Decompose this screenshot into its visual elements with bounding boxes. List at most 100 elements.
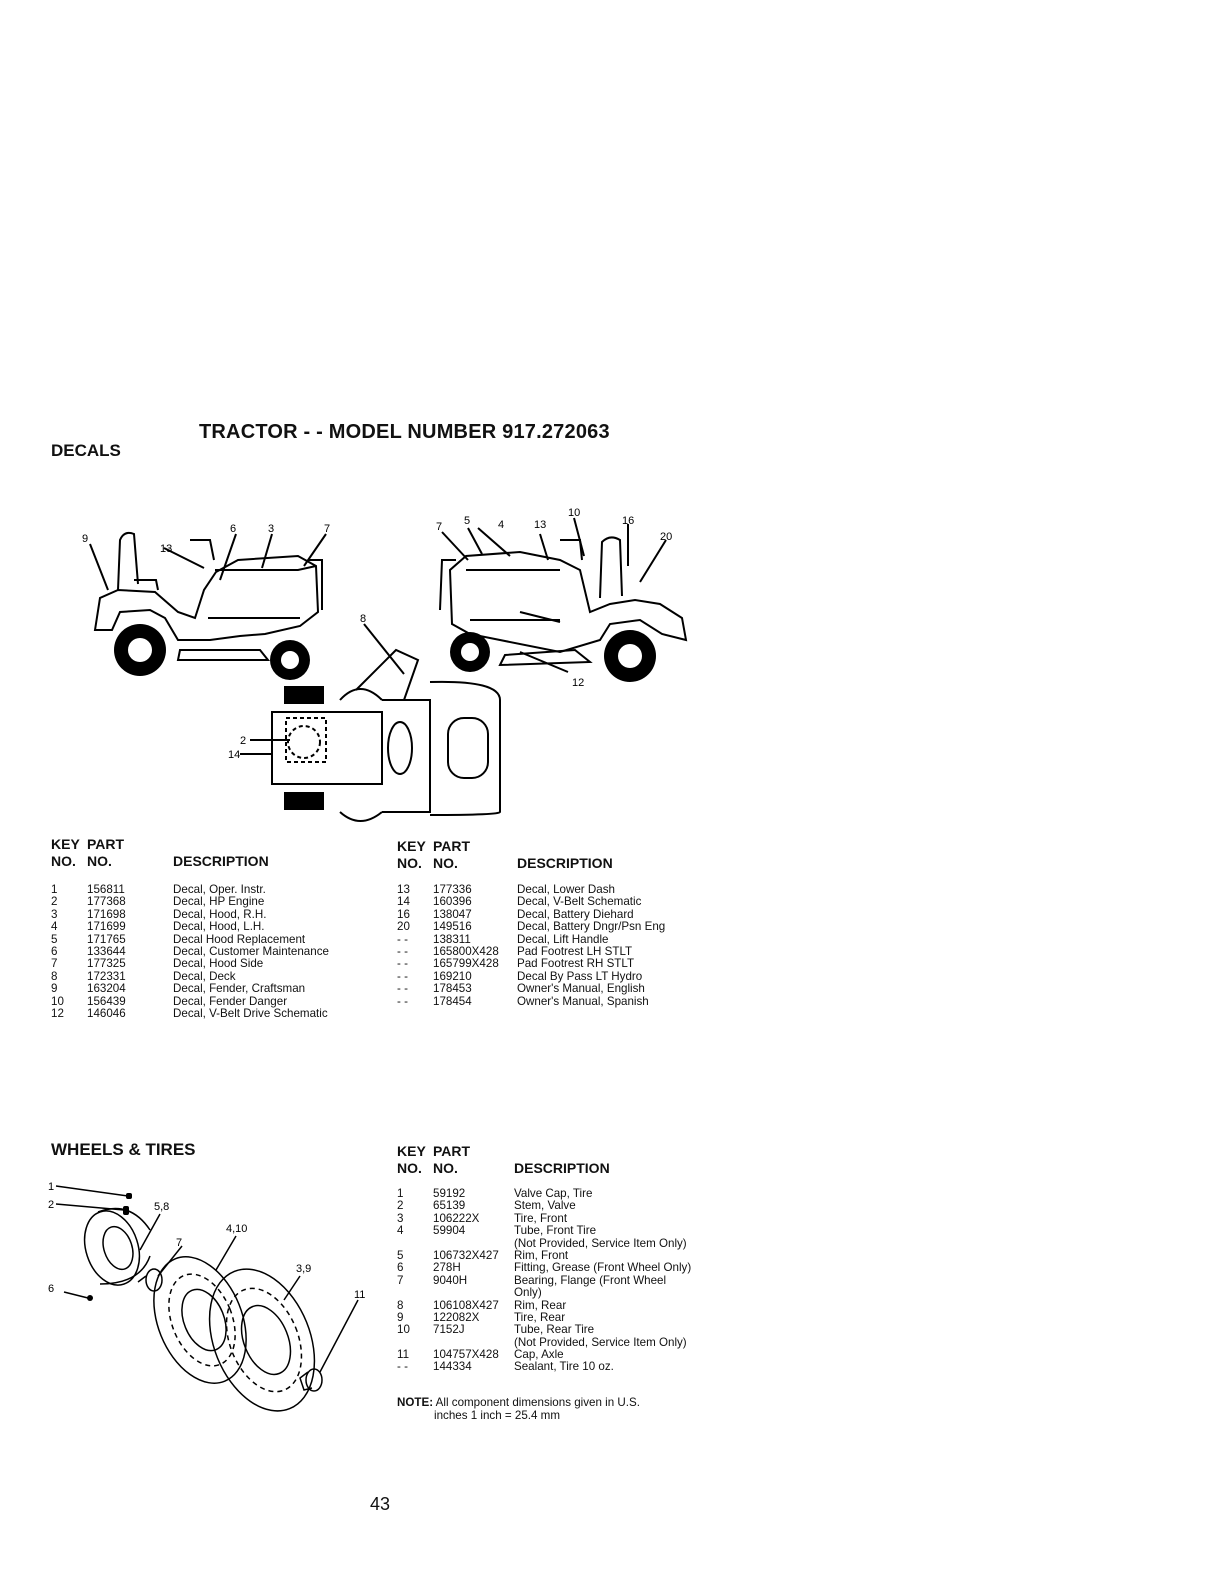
part-description: Tube, Front Tire	[514, 1224, 597, 1238]
part-description: Tube, Rear Tire	[514, 1323, 595, 1337]
note-text: inches 1 inch = 25.4 mm	[434, 1409, 560, 1422]
key-number: 10	[397, 1323, 410, 1337]
part-description: Owner's Manual, English	[517, 982, 645, 996]
part-description: Decal, V-Belt Schematic	[517, 895, 642, 909]
part-number: 65139	[433, 1199, 466, 1213]
callout-label: 2	[240, 735, 246, 747]
key-number: 6	[51, 944, 58, 958]
decal-callouts: 9 13 6 3 7 7 5 4 13 10 16 20 8 12 2 14	[82, 507, 672, 761]
key-number: 11	[397, 1348, 410, 1362]
part-description: Decal, Lower Dash	[517, 883, 615, 896]
part-description: Decal, Fender Danger	[173, 994, 288, 1008]
key-number: 13	[397, 883, 410, 896]
callout-label: 3	[268, 523, 274, 535]
callout-label: 5	[464, 515, 470, 527]
key-number: 1	[51, 883, 58, 896]
part-number: 138311	[433, 932, 471, 946]
callout-label: 20	[660, 531, 672, 543]
key-number: - -	[397, 944, 408, 958]
callout-label: 4	[498, 519, 504, 531]
key-number: 7	[397, 1273, 404, 1287]
key-number: 3	[51, 907, 58, 921]
key-number: - -	[397, 969, 408, 983]
part-description: Rim, Front	[514, 1248, 569, 1262]
part-number: 165799X428	[433, 957, 499, 971]
part-description: Valve Cap, Tire	[514, 1187, 593, 1200]
key-number: 16	[397, 907, 410, 921]
key-number: 5	[397, 1248, 404, 1262]
part-number: 171699	[87, 920, 126, 934]
column-header-description: DESCRIPTION	[514, 1160, 610, 1176]
key-number: - -	[397, 1360, 408, 1374]
callout-label: 9	[82, 533, 88, 545]
callout-label: 10	[568, 507, 580, 519]
callout-label: 2	[48, 1199, 54, 1211]
part-number: 144334	[433, 1360, 472, 1374]
table-row: (Not Provided, Service Item Only)	[397, 1236, 737, 1250]
wheel-callouts: 1 2 5,8 4,10 7 3,9 11 6	[48, 1181, 365, 1301]
part-description: (Not Provided, Service Item Only)	[514, 1236, 687, 1250]
part-description: Decal Hood Replacement	[173, 932, 306, 946]
callout-label: 6	[230, 523, 236, 535]
note-text: All component dimensions given in U.S.	[435, 1396, 640, 1409]
part-number: 178453	[433, 982, 472, 996]
key-number: - -	[397, 982, 408, 996]
key-number: 12	[51, 1006, 64, 1020]
key-number: 10	[51, 994, 64, 1008]
callout-label: 11	[354, 1289, 365, 1301]
part-number: 171698	[87, 907, 126, 921]
part-description: Decal, Deck	[173, 969, 236, 983]
part-number: 177325	[87, 957, 126, 971]
part-description: Tire, Rear	[514, 1310, 566, 1324]
part-description: Decal, Battery Diehard	[517, 907, 634, 921]
part-number: 178454	[433, 994, 472, 1008]
callout-label: 7	[176, 1237, 182, 1249]
part-number: 106222X	[433, 1211, 480, 1225]
part-description: Rim, Rear	[514, 1298, 567, 1312]
callout-label: 12	[572, 677, 584, 689]
key-number: 9	[51, 982, 58, 996]
key-number: 9	[397, 1310, 404, 1324]
key-number: 7	[51, 957, 58, 971]
part-number: 59904	[433, 1224, 466, 1238]
column-header-description: DESCRIPTION	[517, 855, 613, 871]
callout-label: 14	[228, 749, 240, 761]
part-number: 9040H	[433, 1273, 468, 1287]
key-number: 2	[397, 1199, 404, 1213]
part-number: 163204	[87, 982, 126, 996]
key-number: 4	[51, 920, 58, 934]
section-title-wheels-tires: WHEELS & TIRES	[51, 1140, 196, 1159]
table-row: 3 171698 Decal, Hood, R.H.	[51, 907, 381, 921]
key-number: 3	[397, 1211, 404, 1225]
part-description: Decal, Hood, R.H.	[173, 907, 267, 921]
key-number: 20	[397, 920, 410, 934]
callout-label: 7	[324, 523, 330, 535]
part-description: Stem, Valve	[514, 1199, 576, 1213]
part-description: Pad Footrest LH STLT	[517, 944, 633, 958]
note-label: NOTE:	[397, 1396, 434, 1409]
part-number: 106108X427	[433, 1298, 499, 1312]
section-title-decals: DECALS	[51, 441, 121, 460]
callout-label: 16	[622, 515, 634, 527]
